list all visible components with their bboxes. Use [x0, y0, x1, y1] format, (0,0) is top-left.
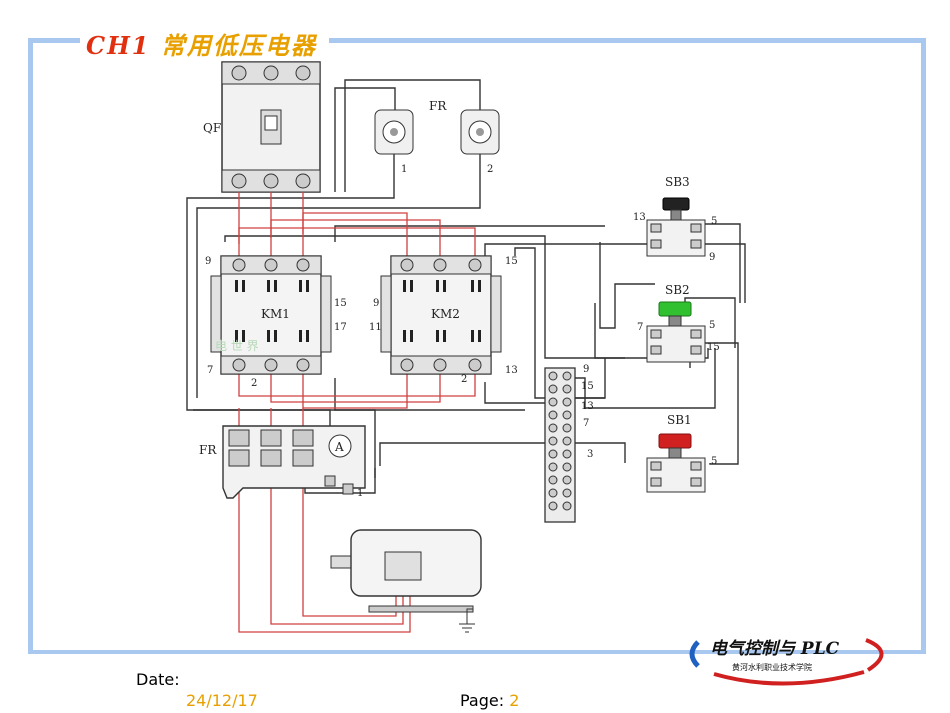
- km2-contactor: [380, 255, 502, 375]
- institution-logo: 电气控制与 PLC 黄河水利职业技术学院: [689, 638, 884, 686]
- wire-num-tb-13: 13: [581, 401, 594, 412]
- km1-contactor: [210, 255, 332, 375]
- wire-num-km1-17: 17: [334, 322, 347, 333]
- watermark: 电 世 界: [215, 339, 259, 353]
- logo-sub-text: 黄河水利职业技术学院: [732, 662, 812, 672]
- wire-num-km1-2: 2: [251, 378, 257, 389]
- sb1-label: SB1: [667, 413, 692, 427]
- fr-top-label: FR: [429, 99, 447, 113]
- sb3-button: [646, 197, 706, 257]
- motor: [330, 529, 482, 633]
- wire-num-sb3-9: 9: [709, 252, 715, 263]
- wire-num-sb3-13: 13: [633, 212, 646, 223]
- sb2-label: SB2: [665, 283, 690, 297]
- wire-num-km2-11: 11: [369, 322, 382, 333]
- wire-num-km2-15: 15: [505, 256, 518, 267]
- chapter-code: CH1: [86, 30, 151, 60]
- wire-num-sb2-5: 5: [709, 320, 715, 331]
- logo-main-text: 电气控制与 PLC: [710, 639, 840, 659]
- wire-num-sb2-7: 7: [637, 322, 643, 333]
- wiring-diagram: QF FR 1 2: [185, 58, 765, 638]
- wire-num-tb-7: 7: [583, 418, 589, 429]
- wire-num-km2-13: 13: [505, 365, 518, 376]
- wire-num-sb2-15: 15: [707, 342, 720, 353]
- wire-num-fr2: 2: [487, 164, 493, 175]
- sb3-label: SB3: [665, 175, 690, 189]
- wire-num-km1-15: 15: [334, 298, 347, 309]
- wire-num-fr-1: 1: [357, 488, 363, 499]
- km1-label: KM1: [261, 307, 290, 321]
- slide-frame: [28, 38, 926, 654]
- wire-num-km2-2: 2: [461, 374, 467, 385]
- fr-relay-top: [374, 109, 500, 155]
- slide-title: CH1 常用低压电器: [80, 26, 329, 60]
- wire-num-km1-9: 9: [205, 256, 211, 267]
- qf-breaker: [221, 61, 321, 193]
- wire-num-tb-9: 9: [583, 364, 589, 375]
- ammeter-label: A: [334, 440, 344, 454]
- wire-num-fr1: 1: [401, 164, 407, 175]
- sb2-button: [646, 301, 706, 363]
- chapter-title: 常用低压电器: [160, 30, 317, 60]
- terminal-block: [544, 367, 576, 523]
- page-label: Page:: [460, 691, 510, 710]
- power-wiring: [238, 192, 476, 633]
- date-value: 24/12/17: [186, 691, 258, 710]
- sb1-button: [646, 433, 706, 493]
- wire-num-sb3-5: 5: [711, 216, 717, 227]
- fr-bottom-label: FR: [199, 443, 217, 457]
- page-value: 2: [509, 691, 520, 710]
- page-number: Page: 2: [460, 691, 519, 710]
- date-label: Date:: [136, 670, 180, 689]
- km2-label: KM2: [431, 307, 460, 321]
- qf-label: QF: [203, 121, 221, 135]
- wire-num-tb-15: 15: [581, 381, 594, 392]
- wire-num-km2-9: 9: [373, 298, 379, 309]
- wire-num-tb-3: 3: [587, 449, 593, 460]
- wire-num-sb1-5: 5: [711, 456, 717, 467]
- fr-thermal-relay: [222, 425, 366, 499]
- wire-num-km1-7: 7: [207, 365, 213, 376]
